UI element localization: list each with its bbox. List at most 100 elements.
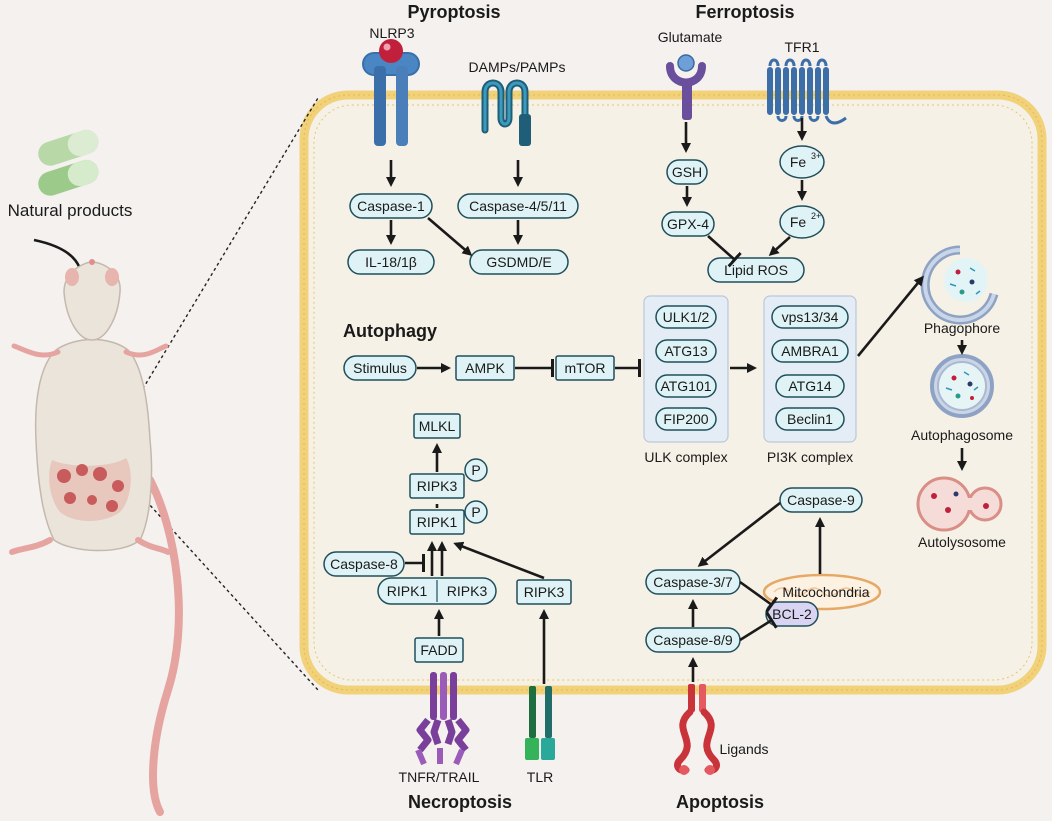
ripk3-tlr-node: RIPK3 xyxy=(516,579,572,605)
ampk-node: AMPK xyxy=(455,355,515,381)
svg-text:vps13/34: vps13/34 xyxy=(782,309,839,325)
svg-text:2+: 2+ xyxy=(811,211,821,221)
lipid-ros-node: Lipid ROS xyxy=(707,257,805,283)
inhibit-caspase89-bcl2 xyxy=(739,611,778,642)
svg-text:Beclin1: Beclin1 xyxy=(787,411,833,427)
svg-text:ULK1/2: ULK1/2 xyxy=(663,309,710,325)
svg-text:MLKL: MLKL xyxy=(419,418,456,434)
svg-text:GSDMD/E: GSDMD/E xyxy=(486,254,551,270)
svg-text:IL-18/1β: IL-18/1β xyxy=(365,254,417,270)
arrow-ripk3tlr-ripk1 xyxy=(453,541,545,580)
svg-text:Stimulus: Stimulus xyxy=(353,360,407,376)
mitochondria-icon xyxy=(762,573,882,611)
il-18-node: IL-18/1β xyxy=(347,249,435,275)
inhibit-caspase37-bcl2 xyxy=(739,580,779,613)
nlrp3-receptor-icon xyxy=(362,39,420,146)
autophagosome-label: Autophagosome xyxy=(911,427,1013,443)
pi3k-complex-box: vps13/34 AMBRA1 ATG14 Beclin1 xyxy=(763,295,857,443)
nlrp3-label: NLRP3 xyxy=(369,25,414,41)
mlkl-node: MLKL xyxy=(413,413,461,439)
ligand-receptor-icon xyxy=(674,684,720,775)
ripk1-ripk3-node: RIPK1 RIPK3 xyxy=(377,577,497,605)
svg-text:Fe: Fe xyxy=(790,214,807,230)
arrow-fe2-lipidros xyxy=(768,236,791,257)
svg-text:ATG13: ATG13 xyxy=(664,343,708,359)
zoom-line-top xyxy=(117,97,319,431)
svg-text:P: P xyxy=(471,462,480,478)
svg-text:GSH: GSH xyxy=(672,164,702,180)
inhibit-gpx4-lipidros xyxy=(707,235,742,268)
zoom-line-bottom xyxy=(117,469,319,691)
title-apoptosis: Apoptosis xyxy=(676,792,764,812)
svg-text:AMPK: AMPK xyxy=(465,360,505,376)
caspase-3-7-node: Caspase-3/7 xyxy=(645,569,741,595)
fe2-node: Fe 2+ xyxy=(779,205,825,239)
damps-receptor-icon xyxy=(481,79,531,146)
mtor-node: mTOR xyxy=(555,355,615,381)
natural-products-label: Natural products xyxy=(8,201,133,220)
autolysosome-label: Autolysosome xyxy=(918,534,1006,550)
glutamate-receptor-icon xyxy=(666,54,706,120)
caspase-8-9-node: Caspase-8/9 xyxy=(645,627,741,653)
svg-text:Caspase-3/7: Caspase-3/7 xyxy=(653,574,733,590)
svg-text:RIPK3: RIPK3 xyxy=(417,478,458,494)
damps-label: DAMPs/PAMPs xyxy=(469,59,566,75)
title-autophagy: Autophagy xyxy=(343,321,437,341)
stimulus-node: Stimulus xyxy=(343,355,417,381)
svg-text:mTOR: mTOR xyxy=(565,360,606,376)
caspase-9-node: Caspase-9 xyxy=(779,487,863,513)
arrow-caspase9-caspase37 xyxy=(697,501,781,567)
tnfr-label: TNFR/TRAIL xyxy=(399,769,480,785)
svg-text:AMBRA1: AMBRA1 xyxy=(781,343,839,359)
ulk-complex-box: ULK1/2 ATG13 ATG101 FIP200 xyxy=(643,295,729,443)
ulk-complex-label: ULK complex xyxy=(644,449,727,465)
arrow-caspase1-gsdmd xyxy=(427,217,473,256)
svg-text:Caspase-8/9: Caspase-8/9 xyxy=(653,632,733,648)
caspase-1-node: Caspase-1 xyxy=(349,193,433,219)
title-necroptosis: Necroptosis xyxy=(408,792,512,812)
tnfr-receptor-icon xyxy=(415,672,470,766)
svg-text:Caspase-1: Caspase-1 xyxy=(357,198,425,214)
svg-text:BCL-2: BCL-2 xyxy=(772,606,812,622)
gsh-node: GSH xyxy=(666,159,708,185)
capsule-icon xyxy=(38,129,99,196)
caspase-8-node: Caspase-8 xyxy=(323,551,405,577)
mitochondria-label: Mitcochondria xyxy=(782,584,869,600)
svg-text:ATG14: ATG14 xyxy=(788,378,832,394)
glutamate-label: Glutamate xyxy=(658,29,723,45)
arrow-pi3k-phagophore xyxy=(856,275,924,357)
svg-text:Caspase-9: Caspase-9 xyxy=(787,492,855,508)
svg-text:RIPK3: RIPK3 xyxy=(524,584,565,600)
fe3-node: Fe 3+ xyxy=(779,145,825,179)
svg-text:FADD: FADD xyxy=(420,642,457,658)
svg-text:Fe: Fe xyxy=(790,154,807,170)
phagophore-label: Phagophore xyxy=(924,320,1001,336)
title-ferroptosis: Ferroptosis xyxy=(695,2,794,22)
tlr-receptor-icon xyxy=(525,686,555,760)
svg-text:RIPK1: RIPK1 xyxy=(417,514,458,530)
caspase-4-5-11-node: Caspase-4/5/11 xyxy=(457,193,579,219)
ligands-label: Ligands xyxy=(719,741,768,757)
svg-text:Lipid ROS: Lipid ROS xyxy=(724,262,788,278)
svg-text:3+: 3+ xyxy=(811,151,821,161)
bcl-2-node: BCL-2 xyxy=(765,601,819,627)
phagophore-icon xyxy=(920,245,999,325)
autolysosome-icon xyxy=(916,476,1003,532)
title-pyroptosis: Pyroptosis xyxy=(407,2,500,22)
fadd-node: FADD xyxy=(414,637,464,663)
svg-text:P: P xyxy=(471,504,480,520)
gpx-4-node: GPX-4 xyxy=(661,211,715,237)
svg-text:RIPK1: RIPK1 xyxy=(387,583,428,599)
ripk3-phospho-node: RIPK3 P xyxy=(409,458,488,499)
ripk1-phospho-node: RIPK1 P xyxy=(409,500,488,535)
autophagosome-icon xyxy=(930,354,994,418)
svg-text:FIP200: FIP200 xyxy=(663,411,708,427)
tfr1-receptor-icon xyxy=(767,58,847,125)
svg-text:RIPK3: RIPK3 xyxy=(447,583,488,599)
svg-text:Caspase-8: Caspase-8 xyxy=(330,556,398,572)
rat-icon xyxy=(9,259,183,816)
svg-text:GPX-4: GPX-4 xyxy=(667,216,709,232)
svg-text:ATG101: ATG101 xyxy=(660,378,711,394)
tfr1-label: TFR1 xyxy=(785,39,820,55)
